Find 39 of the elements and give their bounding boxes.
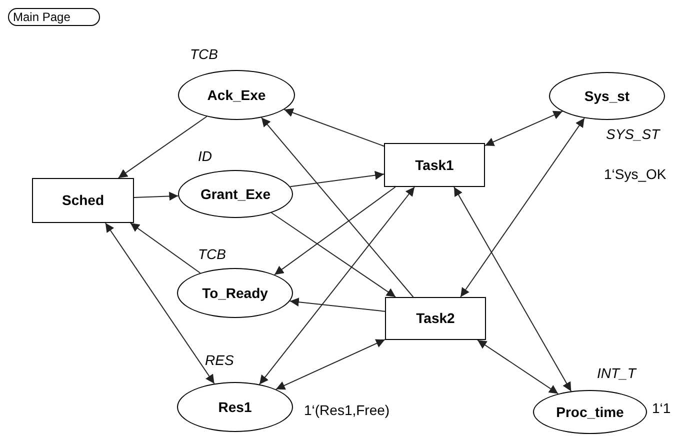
- node-label: Proc_time: [556, 402, 624, 422]
- node-label: Main Page: [13, 9, 70, 26]
- marking-label: 1‘(Res1,Free): [304, 401, 390, 420]
- transition-box: [32, 178, 134, 223]
- arrow: [290, 170, 384, 188]
- arrow: [134, 192, 179, 201]
- transition-box: [384, 143, 485, 187]
- type-label: INT_T: [597, 364, 636, 383]
- type-label: TCB: [190, 45, 218, 64]
- arrow: [258, 186, 415, 385]
- node-label: Sched: [62, 191, 104, 210]
- node-label: Res1: [218, 398, 252, 416]
- arrow: [484, 110, 563, 146]
- arrow: [118, 116, 208, 178]
- node-label: Task1: [415, 156, 454, 174]
- marking-label: 1‘Sys_OK: [604, 165, 666, 184]
- arrow: [460, 118, 585, 298]
- arrow: [477, 340, 559, 394]
- node-label: Ack_Exe: [207, 86, 266, 104]
- arrow: [274, 186, 396, 276]
- node-label: Grant_Exe: [200, 184, 271, 204]
- arrow: [270, 212, 396, 298]
- arrow: [454, 186, 572, 392]
- type-label: RES: [205, 351, 234, 370]
- node-label: Sys_st: [584, 86, 630, 106]
- node-label: To_Ready: [202, 284, 268, 303]
- marking-label: 1‘1: [652, 399, 671, 418]
- arrow: [260, 117, 414, 298]
- page-tab: [8, 8, 100, 26]
- transition-box: [385, 297, 486, 340]
- arrow: [284, 108, 384, 147]
- type-label: TCB: [198, 245, 226, 264]
- type-label: SYS_ST: [606, 125, 660, 144]
- type-label: ID: [198, 147, 212, 166]
- arrow: [130, 222, 201, 274]
- arrow: [275, 339, 386, 390]
- node-label: Task2: [416, 309, 455, 328]
- arrow: [289, 298, 386, 312]
- arrow: [104, 222, 215, 384]
